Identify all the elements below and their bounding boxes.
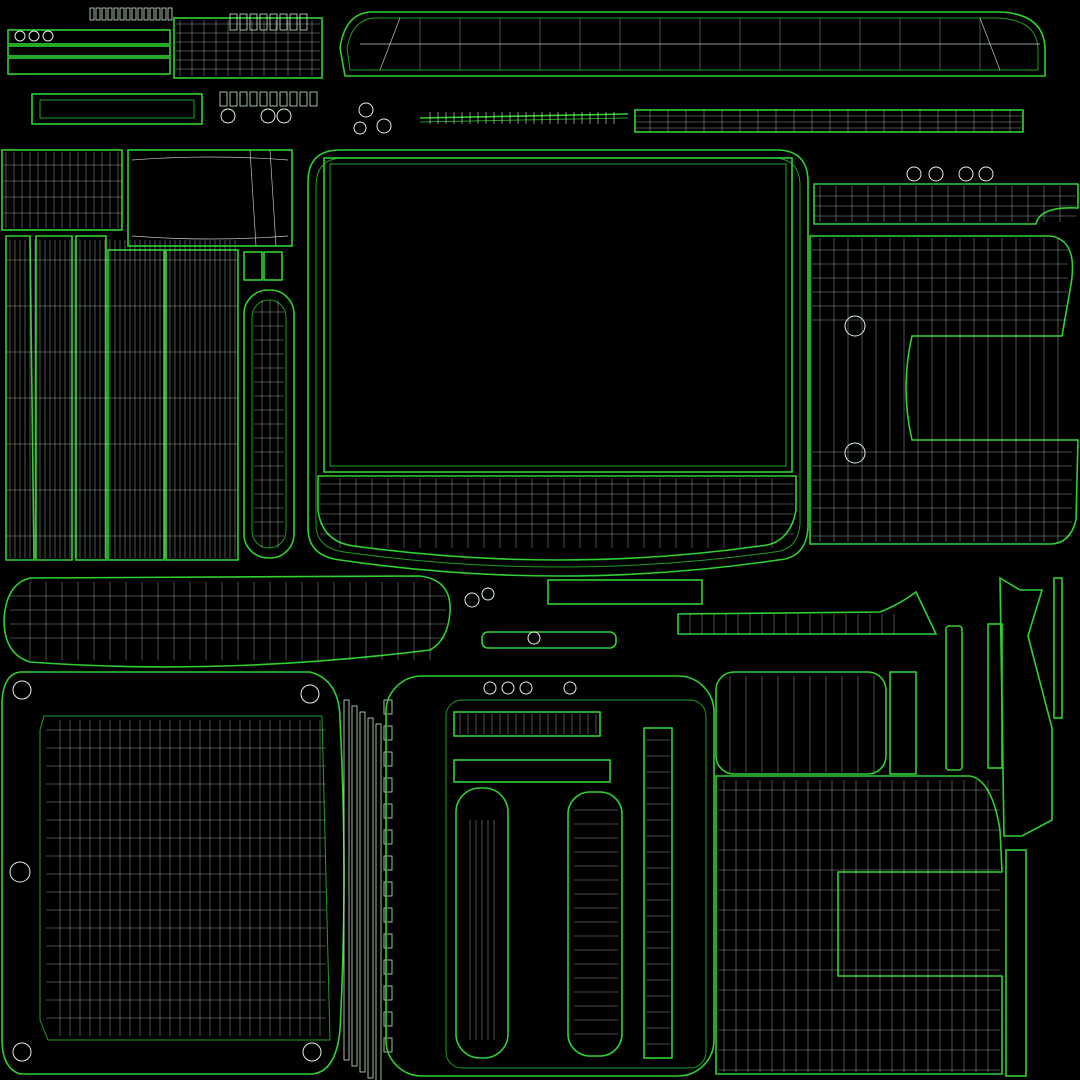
top-center-screw-row: [353, 102, 629, 135]
top-left-wire-grid: [89, 7, 320, 107]
small-part: [383, 959, 393, 975]
small-part: [125, 7, 131, 21]
small-part: [107, 7, 113, 21]
top-handle-strip: [339, 11, 1046, 77]
small-part: [279, 91, 288, 107]
small-part: [229, 91, 238, 107]
small-part: [249, 91, 258, 107]
main-display-bezel: [307, 149, 809, 577]
bottom-center-tray: [385, 675, 715, 1077]
small-part: [161, 7, 167, 21]
top-right-strip-grid: [635, 110, 1023, 132]
middle-small-parts: [464, 579, 703, 649]
bottom-right-wire-grid: [718, 676, 1000, 1072]
small-part: [279, 13, 288, 31]
capsule-wire-grid: [254, 300, 284, 548]
small-part: [249, 13, 258, 31]
small-part: [219, 91, 228, 107]
left-top-wire-grid: [2, 152, 122, 228]
small-part: [149, 7, 155, 21]
left-upper-box: [127, 149, 293, 247]
small-part: [383, 1011, 393, 1027]
small-part: [269, 13, 278, 31]
small-part: [289, 13, 298, 31]
wedge-wire-grid: [689, 614, 895, 634]
small-part: [351, 705, 358, 1067]
small-part: [383, 933, 393, 949]
small-part: [383, 777, 393, 793]
small-part: [367, 717, 374, 1079]
curved-bar-wire-grid: [10, 582, 446, 660]
small-part: [167, 7, 173, 21]
small-part: [143, 7, 149, 21]
handle-wire-grid: [419, 18, 981, 70]
small-part: [229, 13, 238, 31]
right-panel-wire-grid: [812, 238, 1072, 542]
small-part: [239, 91, 248, 107]
small-part: [137, 7, 143, 21]
small-part: [101, 7, 107, 21]
small-part: [131, 7, 137, 21]
small-part: [383, 985, 393, 1001]
small-part: [239, 13, 248, 31]
small-part: [259, 13, 268, 31]
small-part: [383, 725, 393, 741]
tray-wire-grid: [459, 714, 670, 1045]
small-part: [359, 711, 366, 1073]
small-part: [289, 91, 298, 107]
screw-row-ticks: [429, 112, 615, 124]
left-panels-wire-grid: [6, 240, 238, 558]
right-side-panel: [809, 235, 1079, 545]
small-part: [309, 91, 318, 107]
middle-right-wedge: [677, 590, 938, 635]
small-part: [119, 7, 125, 21]
small-part: [299, 13, 308, 31]
small-part: [89, 7, 95, 21]
small-part: [383, 829, 393, 845]
bottom-right-side-panel: [715, 671, 1003, 1075]
top-right-thin-strip: [634, 109, 1024, 133]
bezel-wire-grid: [320, 478, 794, 548]
small-part: [113, 7, 119, 21]
small-part: [95, 7, 101, 21]
right-top-wire-grid: [814, 186, 1076, 222]
small-part: [383, 803, 393, 819]
small-part: [383, 855, 393, 871]
small-part: [259, 91, 268, 107]
bottom-left-side-strips: [343, 699, 393, 1080]
middle-curved-bar: [3, 575, 451, 668]
bottom-left-grid-panel: [1, 671, 393, 1080]
small-part: [383, 751, 393, 767]
small-part: [375, 723, 382, 1080]
left-tall-panels: [1, 149, 239, 561]
left-capsule-panel: [243, 251, 295, 559]
small-part: [299, 91, 308, 107]
small-part: [383, 907, 393, 923]
right-top-strip: [813, 166, 1079, 225]
bottom-left-wire-grid: [46, 720, 326, 1036]
small-part: [383, 881, 393, 897]
small-part: [343, 699, 350, 1061]
small-part: [155, 7, 161, 21]
top-left-small-parts: [7, 7, 323, 125]
small-part: [269, 91, 278, 107]
right-vertical-slivers: [945, 576, 1063, 1077]
